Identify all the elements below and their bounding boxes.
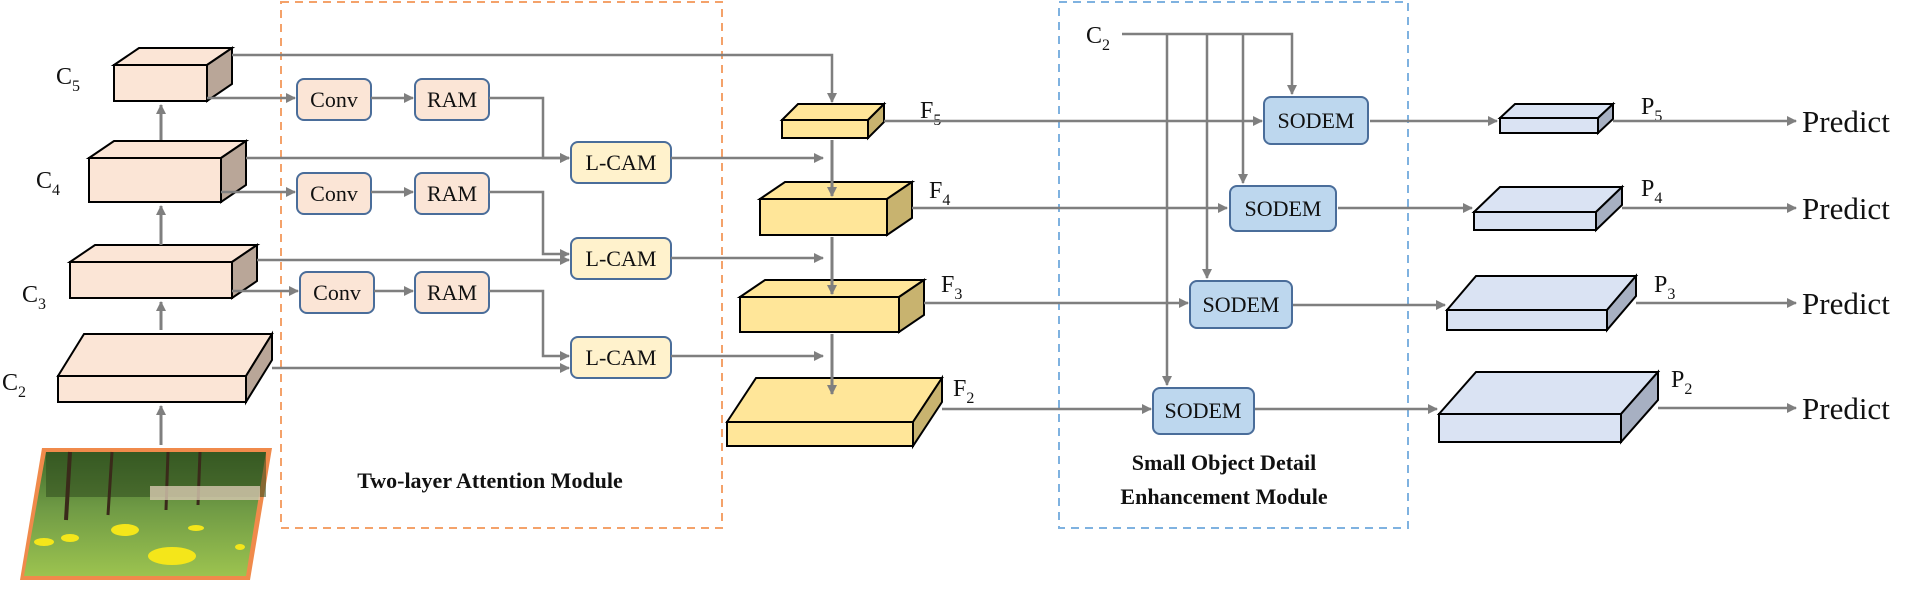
predict-label-p5: Predict	[1802, 104, 1890, 139]
label-p5: P5	[1641, 94, 1662, 125]
lcam-block-3: L-CAM	[570, 336, 672, 379]
attention-connectors	[207, 53, 837, 373]
label-c2: C2	[2, 370, 26, 401]
svg-text:L-CAM: L-CAM	[586, 150, 657, 175]
label-p2: P2	[1671, 367, 1692, 398]
backbone-c2-feature-map	[56, 330, 274, 406]
conv-block-1: Conv	[296, 78, 372, 121]
output-p5-feature-map	[1497, 101, 1616, 136]
label-c3: C3	[22, 282, 46, 313]
sodem-block-3: SODEM	[1189, 280, 1293, 329]
fusion-f5-feature-map	[779, 101, 887, 141]
label-p3: P3	[1654, 272, 1675, 303]
svg-text:SODEM: SODEM	[1164, 398, 1241, 423]
predict-label-p3: Predict	[1802, 286, 1890, 321]
label-f4: F4	[929, 178, 950, 209]
svg-text:SODEM: SODEM	[1244, 196, 1321, 221]
svg-text:RAM: RAM	[427, 280, 477, 305]
backbone-c5-feature-map	[110, 46, 236, 103]
output-p4-feature-map	[1471, 184, 1625, 233]
svg-text:Conv: Conv	[310, 181, 358, 206]
output-p3-feature-map	[1444, 273, 1639, 333]
svg-text:RAM: RAM	[427, 181, 477, 206]
label-f2: F2	[953, 376, 974, 407]
lcam-block-1: L-CAM	[570, 141, 672, 184]
svg-text:L-CAM: L-CAM	[586, 246, 657, 271]
label-f3: F3	[941, 272, 962, 303]
svg-text:Conv: Conv	[313, 280, 361, 305]
svg-text:L-CAM: L-CAM	[586, 345, 657, 370]
predict-label-p4: Predict	[1802, 191, 1890, 226]
attention-module-border	[280, 1, 723, 529]
backbone-c4-feature-map	[85, 139, 250, 204]
ram-block-3: RAM	[414, 271, 490, 314]
sodem-block-1: SODEM	[1263, 96, 1369, 145]
predict-label-p2: Predict	[1802, 391, 1890, 426]
attention-module-title: Two-layer Attention Module	[357, 468, 623, 493]
label-f5: F5	[920, 98, 941, 129]
sodem-connectors	[884, 32, 1498, 414]
lcam-block-2: L-CAM	[570, 237, 672, 280]
svg-text:RAM: RAM	[427, 87, 477, 112]
svg-text:SODEM: SODEM	[1277, 108, 1354, 133]
sodem-block-4: SODEM	[1152, 387, 1255, 435]
sodem-block-2: SODEM	[1229, 185, 1337, 232]
label-c5: C5	[56, 64, 80, 95]
conv-block-3: Conv	[299, 271, 375, 314]
input-image	[20, 448, 272, 580]
sodem-module-border	[1058, 1, 1409, 529]
predict-arrows	[1613, 116, 1797, 413]
sodem-module-title-line2: Enhancement Module	[1120, 484, 1327, 509]
sodem-module-title-line1: Small Object Detail	[1132, 450, 1317, 475]
ram-block-1: RAM	[414, 78, 490, 121]
backbone-c3-feature-map	[66, 243, 261, 300]
ram-block-2: RAM	[414, 172, 490, 215]
svg-text:SODEM: SODEM	[1202, 292, 1279, 317]
output-p2-feature-map	[1436, 369, 1661, 445]
fusion-f4-feature-map	[756, 180, 916, 237]
label-p4: P4	[1641, 176, 1662, 207]
conv-block-2: Conv	[296, 172, 372, 215]
label-c4: C4	[36, 168, 60, 199]
svg-text:Conv: Conv	[310, 87, 358, 112]
sodem-input-label: C2	[1086, 23, 1110, 54]
fusion-f2-feature-map	[725, 374, 944, 450]
